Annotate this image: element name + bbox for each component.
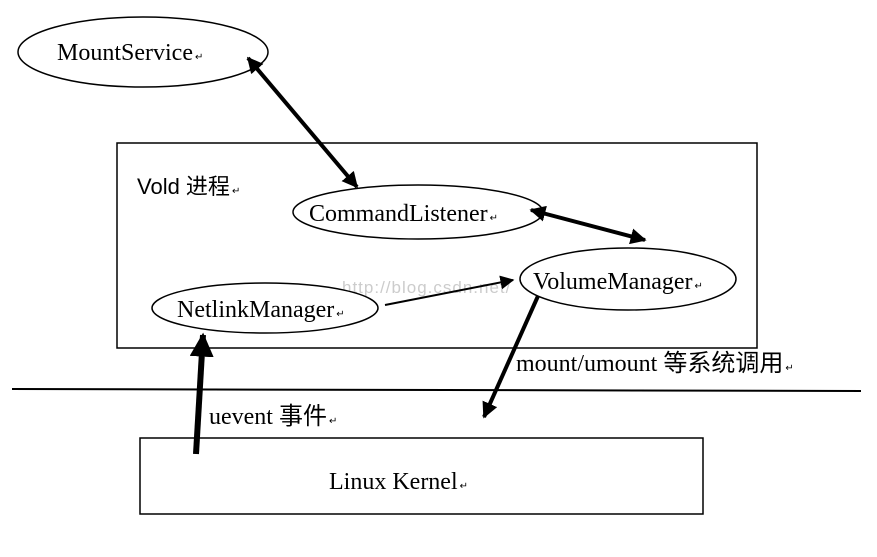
syscall-label: mount/umount 等系统调用↵ xyxy=(516,350,794,377)
volumemanager-kernel-arrow xyxy=(482,295,540,419)
command-listener-label: CommandListener↵ xyxy=(309,201,498,227)
netlink-manager-ellipse xyxy=(151,282,379,334)
mount-service-label: MountService↵ xyxy=(57,40,203,66)
netlink-volumemanager-arrow xyxy=(384,275,515,306)
uevent-label: uevent 事件↵ xyxy=(209,403,337,430)
netlink-manager-label: NetlinkManager↵ xyxy=(177,297,345,323)
linux-kernel-box xyxy=(139,437,704,515)
linux-kernel-label: Linux Kernel↵ xyxy=(329,469,468,495)
vold-process-label: Vold 进程↵ xyxy=(137,174,240,199)
volume-manager-label: VolumeManager↵ xyxy=(533,269,703,295)
kernel-boundary-line xyxy=(11,388,862,392)
commandlistener-volumemanager-arrow xyxy=(529,205,647,245)
mountservice-commandlistener-arrow xyxy=(246,56,359,189)
vold-process-box xyxy=(116,142,758,349)
mount-service-ellipse xyxy=(17,16,269,88)
kernel-netlink-arrow xyxy=(189,332,214,455)
volume-manager-ellipse xyxy=(519,247,737,311)
watermark-text: http://blog.csdn.net/ xyxy=(342,278,511,297)
